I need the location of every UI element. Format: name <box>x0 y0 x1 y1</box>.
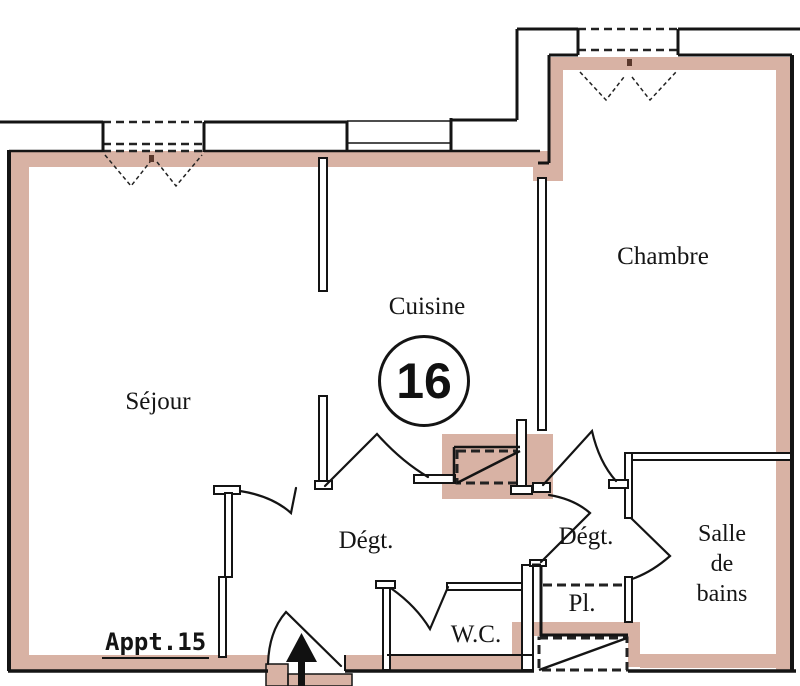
door-arc-cuisine <box>323 432 430 488</box>
facade-top-right <box>517 27 800 57</box>
entrance-arrow-stem <box>298 657 305 686</box>
wall-chambre-top <box>549 57 790 70</box>
entrance-arrow <box>286 633 317 686</box>
unit-number-badge: 16 <box>378 335 470 427</box>
wall-fill-layer <box>10 57 791 686</box>
door-arc-chambre <box>541 428 618 487</box>
window-sejour <box>103 120 204 188</box>
partition-duct <box>516 419 527 488</box>
partition-bath-top <box>624 452 793 461</box>
partition-chambre-hinge-tick <box>532 482 551 493</box>
door-arc-entrance <box>266 610 343 668</box>
placard-walls <box>532 563 628 637</box>
partition-duct-foot <box>510 485 533 495</box>
partition-sejour-cuisine-lower <box>318 395 328 485</box>
duct-diagonal <box>456 449 521 485</box>
door-arc-bathroom <box>629 516 672 581</box>
chambre-left-edge <box>538 55 551 165</box>
porch-outline-bottom <box>287 673 353 686</box>
label-placard: Pl. <box>568 590 596 617</box>
facade-step <box>451 29 519 122</box>
label-salle-de-bains-line2: de <box>710 551 734 577</box>
wall-top <box>10 151 540 167</box>
partition-sejour-hall-upper <box>224 492 233 578</box>
cuisine-glazing <box>347 120 451 144</box>
wc-bottom-edge <box>344 654 533 671</box>
storage-dashed-box <box>537 636 629 672</box>
window-jambs-left <box>101 118 453 152</box>
partition-duct-stub <box>413 474 456 484</box>
wall-right <box>776 57 791 670</box>
partition-sejour-hall-lower <box>218 576 227 658</box>
window-chambre <box>578 27 678 102</box>
label-salle-de-bains-line1: Salle <box>698 521 746 547</box>
partition-sejour-cuisine-upper <box>318 157 328 292</box>
partition-foot-tick <box>314 480 333 490</box>
label-degagement-2: Dégt. <box>558 523 614 550</box>
partition-wc-tick <box>375 580 396 589</box>
label-wc: W.C. <box>450 621 502 648</box>
partition-bath-corner-tick <box>608 479 629 489</box>
label-degagement-1: Dégt. <box>338 527 394 554</box>
duct-solid-edge <box>452 445 520 484</box>
wall-bottom-middle <box>345 655 533 670</box>
wall-left <box>10 151 29 671</box>
door-layer <box>238 428 672 668</box>
partition-layer <box>213 157 793 671</box>
label-chambre: Chambre <box>617 243 709 270</box>
entrance-arrow-head <box>286 633 317 662</box>
duct-dashed-box <box>455 449 522 485</box>
neighbor-apartment-label: Appt.15 <box>102 628 210 659</box>
partition-cuisine-chambre <box>537 177 547 431</box>
partition-wc-left <box>382 587 391 671</box>
unit-number: 16 <box>396 353 452 409</box>
label-sejour: Séjour <box>125 388 191 415</box>
dashed-layer <box>103 27 678 672</box>
door-arc-wc <box>390 585 450 632</box>
outline-layer <box>0 27 800 686</box>
partition-bath-left-lower <box>624 576 633 623</box>
entry-porch-left <box>266 664 288 686</box>
window-center-mark <box>149 155 154 162</box>
wall-bath-left-strip <box>628 622 640 667</box>
label-cuisine: Cuisine <box>388 293 466 320</box>
partition-wc-top <box>446 582 524 591</box>
label-salle-de-bains-line3: bains <box>696 581 748 607</box>
label-salle-de-bains: Salle de bains <box>668 519 776 609</box>
wall-chambre-jamb <box>549 57 563 167</box>
window-center-mark <box>627 59 632 66</box>
door-arc-sejour <box>238 486 298 516</box>
wall-bottom-right <box>640 654 790 668</box>
entry-porch-bottom <box>288 674 352 686</box>
door-arc-hall-passage <box>539 493 592 564</box>
storage-diagonal <box>538 636 628 672</box>
